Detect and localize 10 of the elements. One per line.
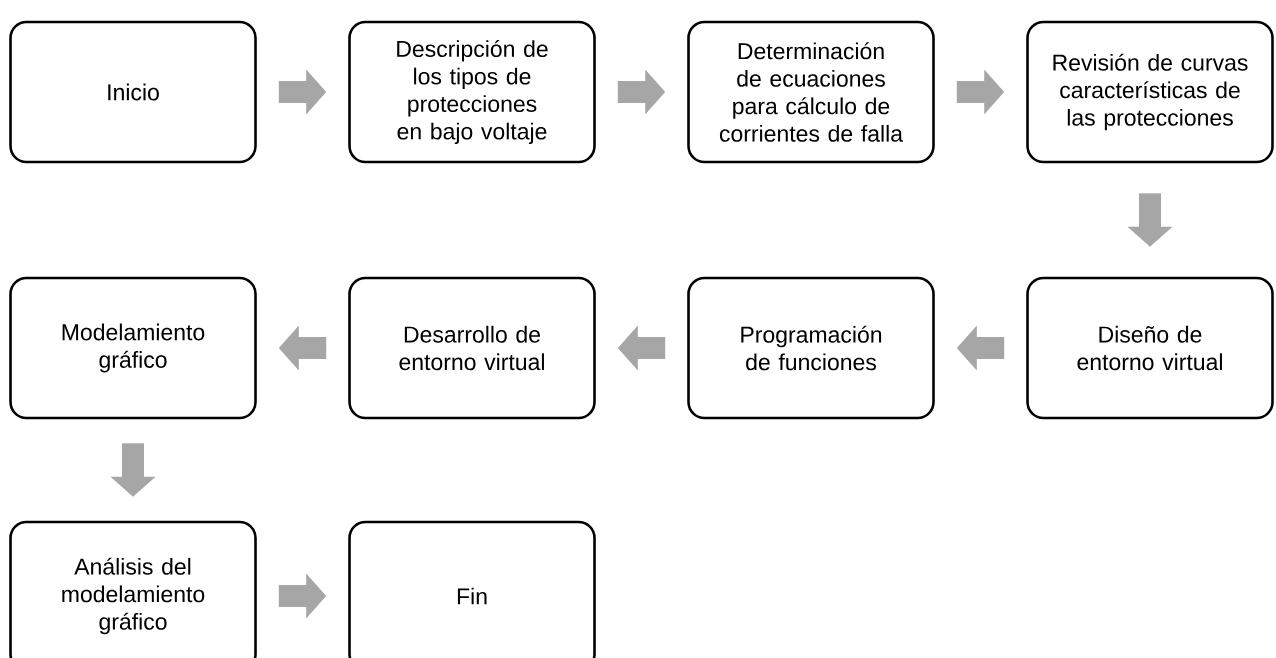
process-box: Desarrollo de entorno virtual [348,276,596,420]
process-box: Inicio [9,20,257,164]
process-box: Diseño de entorno virtual [1026,276,1274,420]
process-box: Programación de funciones [687,276,935,420]
process-box: Determinación de ecuaciones para cálculo de corrientes de falla [687,20,935,164]
process-box: Análisis del modelamiento gráfico [9,520,257,658]
process-box: Descripción de los tipos de protecciones en bajo voltaje [348,20,596,164]
process-box: Fin [348,520,596,658]
process-box: Revisión de curvas características de las protecciones [1026,20,1274,164]
process-box: Modelamiento gráfico [9,276,257,420]
